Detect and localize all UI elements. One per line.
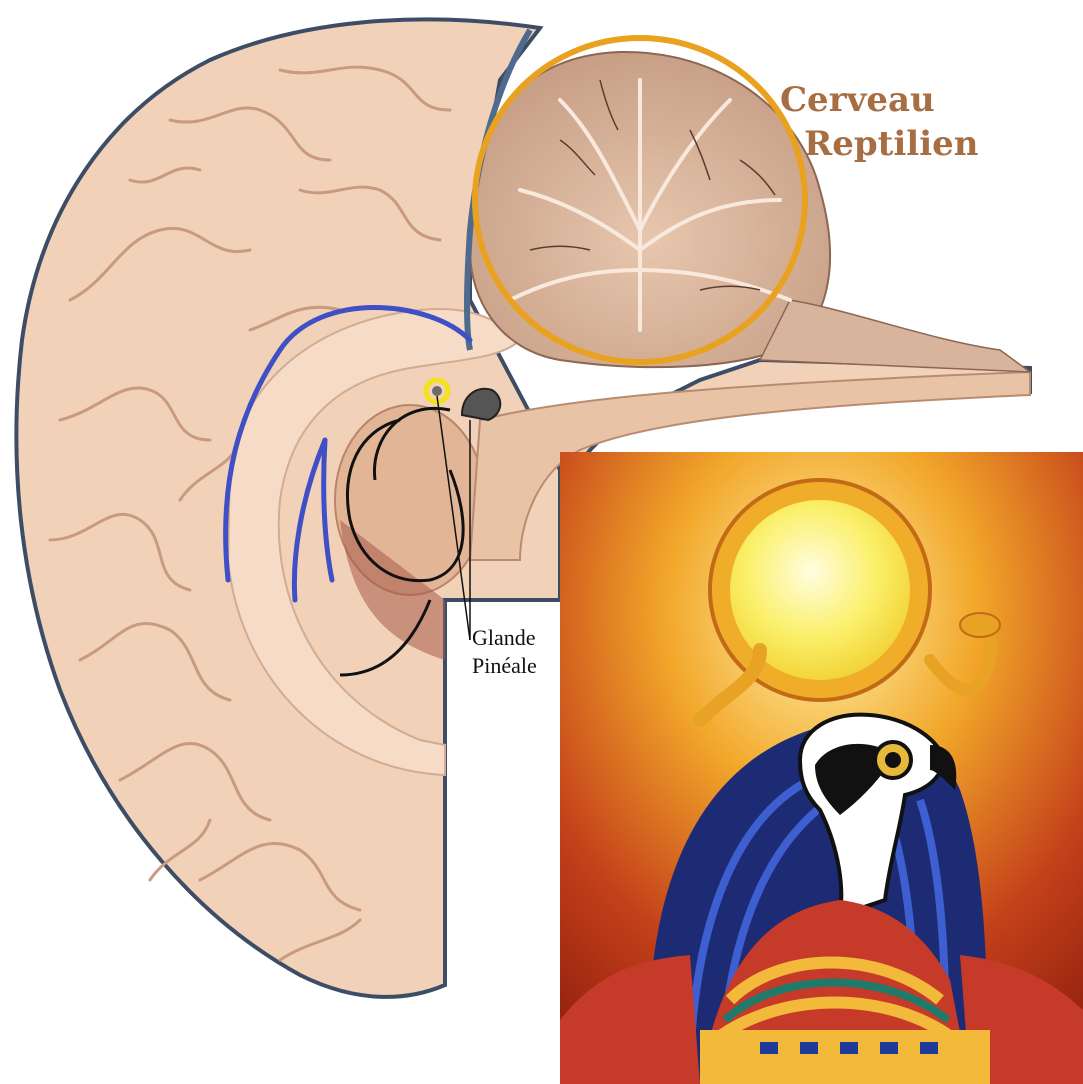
reptilian-brain-label-line1: Cerveau <box>780 78 978 122</box>
pineal-gland-label: Glande Pinéale <box>472 624 537 680</box>
falcon-deity-inset <box>560 452 1083 1084</box>
pineal-gland-label-line1: Glande <box>472 624 537 652</box>
reptilian-brain-label-line2: Reptilien <box>780 122 978 166</box>
pineal-gland-label-line2: Pinéale <box>472 652 537 680</box>
reptilian-brain-label: Cerveau Reptilien <box>780 78 978 166</box>
